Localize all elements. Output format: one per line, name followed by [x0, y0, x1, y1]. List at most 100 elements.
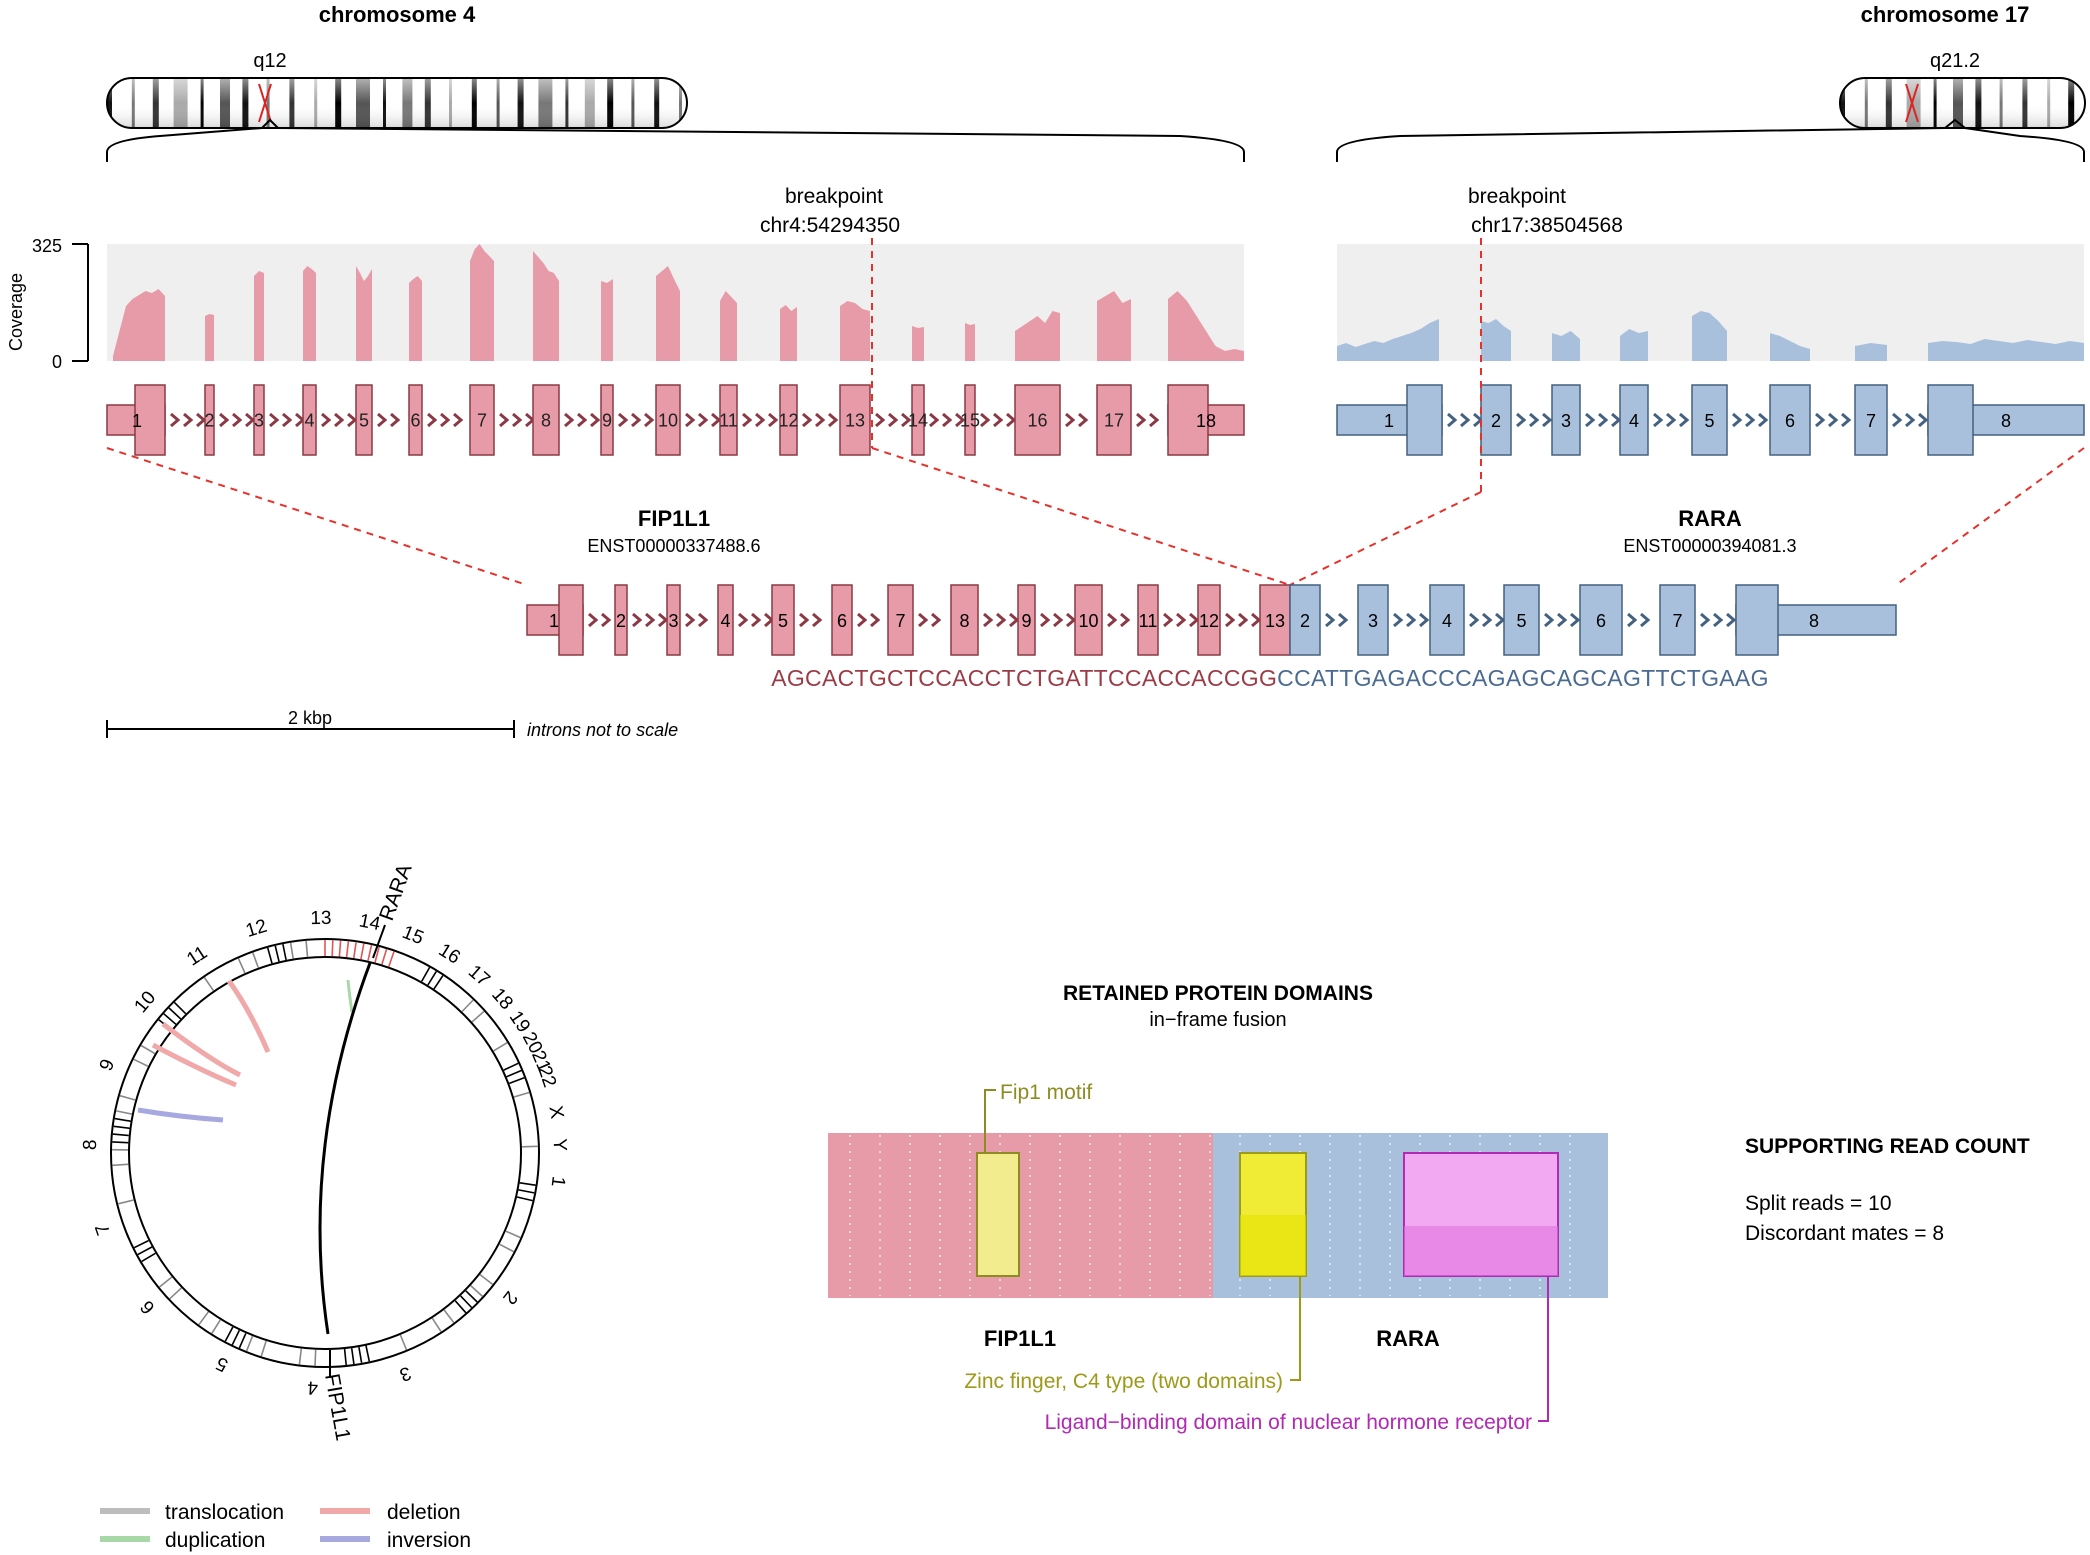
exon-label: 8	[1809, 611, 1819, 631]
circos-chromosome-label: 15	[399, 922, 426, 949]
centromere-mark	[258, 83, 272, 123]
breakpoint-right-label: breakpoint	[1468, 185, 1566, 208]
chr4-title: chromosome 4	[319, 2, 476, 27]
coverage-peak	[1552, 331, 1580, 361]
exon-label: 12	[778, 410, 798, 430]
coverage-peak	[1770, 333, 1810, 361]
circos-chromosome-label: 9	[96, 1056, 119, 1074]
coverage-peak	[840, 301, 870, 361]
coverage-peak	[601, 279, 613, 361]
coverage-peak	[720, 291, 737, 361]
exon: 2	[204, 384, 215, 456]
exon: 6	[831, 584, 853, 656]
circos-gene-label-fip1l1: FIP1L1	[320, 1372, 354, 1443]
exon: 10	[1074, 584, 1103, 656]
coverage-peak	[303, 266, 316, 361]
exon: 7	[887, 584, 914, 656]
exon-label: 7	[1866, 411, 1876, 431]
fip1l1-gene-name: FIP1L1	[638, 506, 710, 531]
exon-label: 4	[1442, 611, 1452, 631]
exon-label: 3	[1561, 411, 1571, 431]
exon-label: 1	[549, 611, 559, 631]
legend-deletion: deletion	[387, 1501, 461, 1524]
breakpoint-lines	[106, 238, 2085, 586]
exon: 13	[1259, 584, 1291, 656]
chr17-zoom-brace	[1336, 118, 2085, 162]
chr17-title: chromosome 17	[1861, 2, 2030, 27]
centromere-mark	[1905, 83, 1919, 123]
exon-label: 2	[1491, 411, 1501, 431]
protein-label-rara: RARA	[1376, 1326, 1440, 1351]
exon-label: 9	[602, 410, 612, 430]
exon-label: 5	[359, 410, 369, 430]
exon: 2	[614, 584, 628, 656]
exon-label: 2	[616, 611, 626, 631]
coverage-peak	[205, 314, 214, 361]
circos-chromosome-label: 8	[80, 1139, 101, 1150]
translocation-link	[318, 962, 372, 1335]
breakpoint-left-label: breakpoint	[785, 185, 883, 208]
exon-label: 17	[1104, 410, 1124, 430]
coverage-peak	[1928, 339, 2084, 361]
circos-chromosome-label: 14	[357, 910, 382, 935]
domains-subtitle: in−frame fusion	[1149, 1009, 1286, 1031]
coverage-peak	[656, 266, 680, 361]
sv-legend: translocation deletion duplication inver…	[100, 1501, 471, 1552]
coverage-ylabel: Coverage	[6, 273, 26, 351]
chr17-bands	[1839, 77, 2086, 129]
exon-label: 6	[410, 410, 420, 430]
exon-label: 5	[778, 611, 788, 631]
exon-label: 1	[132, 411, 142, 431]
exon-label: 7	[477, 410, 487, 430]
reads-title: SUPPORTING READ COUNT	[1745, 1135, 2030, 1158]
coverage-peak	[533, 251, 559, 361]
exon-label: 8	[541, 410, 551, 430]
exon: 8	[532, 384, 560, 456]
exon: 7	[1659, 584, 1696, 656]
coverage-ymin: 0	[52, 352, 62, 372]
legend-inversion: inversion	[387, 1529, 471, 1552]
chr4-zoom-brace	[106, 118, 1245, 162]
exon-label: 7	[1672, 611, 1682, 631]
circos-chromosome-label: X	[544, 1104, 567, 1120]
fip1-motif-label: Fip1 motif	[1000, 1081, 1092, 1104]
exon: 7	[469, 384, 495, 456]
rara-transcript: ENST00000394081.3	[1623, 536, 1796, 556]
exon-label: 18	[1196, 411, 1216, 431]
exon-label: 7	[895, 611, 905, 631]
scale-bar: 2 kbp introns not to scale	[106, 708, 678, 740]
exon-label: 4	[1629, 411, 1639, 431]
fip1l1-protein-bar	[828, 1133, 1213, 1298]
exon: 14	[908, 384, 928, 456]
coverage-peak	[1097, 291, 1131, 361]
ligand-binding-label: Ligand−binding domain of nuclear hormone…	[1045, 1411, 1532, 1434]
exon: 5	[1503, 584, 1540, 656]
exon-label: 14	[908, 410, 928, 430]
coverage-peak	[1015, 311, 1060, 361]
exon-label: 11	[1139, 611, 1158, 631]
exon-label: 3	[668, 611, 678, 631]
scale-bar-label: 2 kbp	[288, 708, 332, 728]
exon-label: 2	[1300, 611, 1310, 631]
deletion-link	[161, 1022, 242, 1078]
exon-label: 8	[959, 611, 969, 631]
exon-label: 13	[1265, 611, 1285, 631]
exon-label: 5	[1704, 411, 1714, 431]
exon-label: 6	[1596, 611, 1606, 631]
coverage-peak	[1481, 319, 1511, 361]
circos-chromosome-label: 16	[435, 940, 464, 969]
circos-chromosome-label: 10	[131, 987, 161, 1017]
circos-gene-label-rara: RARA	[375, 861, 417, 924]
exon: 15	[960, 384, 980, 456]
exon: 1	[1336, 384, 1443, 456]
chromosome-4-ideogram: chromosome 4 q12	[106, 2, 688, 129]
exon: 4	[302, 384, 317, 456]
fusion-sequence: AGCACTGCTCCACCTCTGATTCCACCACCGGCCATTGAGA…	[771, 665, 1769, 691]
coverage-peak	[1337, 319, 1439, 361]
exon: 4	[1619, 384, 1649, 456]
circos-chromosome-label: 13	[310, 908, 332, 929]
circos-links	[137, 962, 372, 1335]
